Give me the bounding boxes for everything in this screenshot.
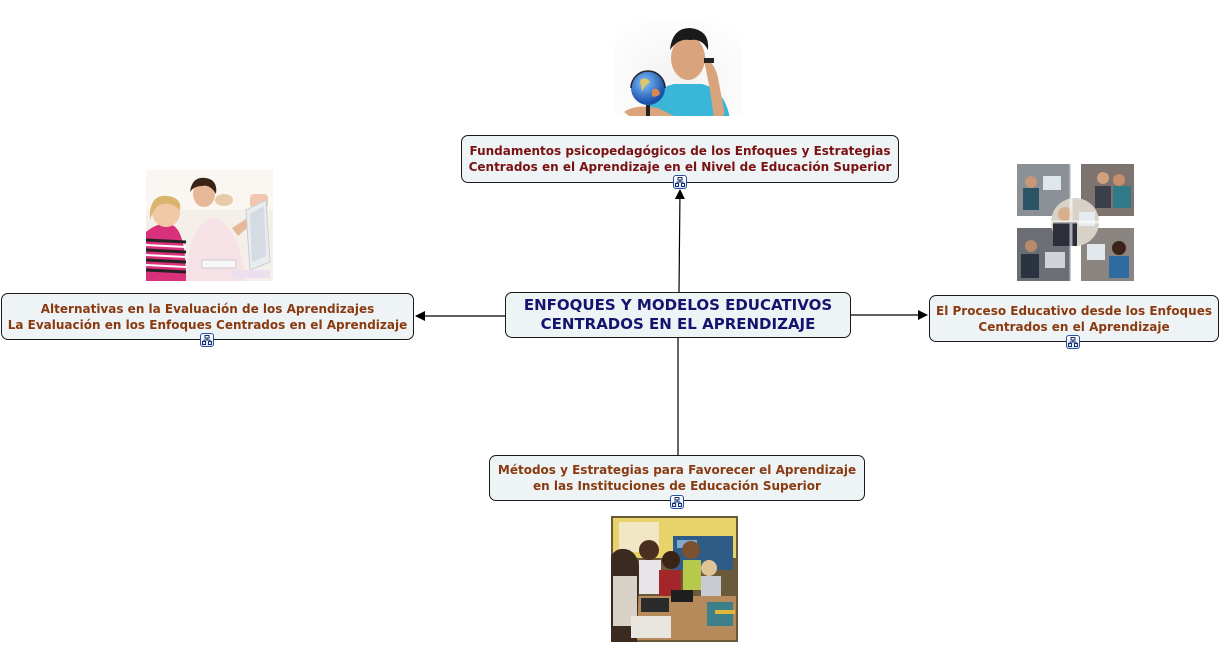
classroom-students-photo	[611, 516, 738, 642]
node-alternativas-evaluacion[interactable]: Alternativas en la Evaluación de los Apr…	[1, 293, 414, 340]
central-node-enfoques-modelos[interactable]: ENFOQUES Y MODELOS EDUCATIVOS CENTRADOS …	[505, 292, 851, 338]
node-line: en las Instituciones de Educación Superi…	[533, 479, 821, 493]
submap-icon[interactable]	[673, 175, 687, 189]
submap-icon[interactable]	[670, 495, 684, 509]
central-node-line: ENFOQUES Y MODELOS EDUCATIVOS	[523, 296, 833, 314]
central-node-line: CENTRADOS EN EL APRENDIZAJE	[540, 315, 816, 333]
link-central-to-top	[674, 189, 685, 293]
node-line: Alternativas en la Evaluación de los Apr…	[40, 301, 375, 316]
computer-lab-collage-photo	[1015, 162, 1136, 283]
submap-icon[interactable]	[200, 333, 214, 347]
node-proceso-educativo[interactable]: El Proceso Educativo desde los Enfoques …	[929, 295, 1219, 342]
mother-daughter-computer-photo	[146, 170, 273, 281]
node-line: Fundamentos psicopedagógicos de los Enfo…	[469, 144, 891, 158]
node-line: Métodos y Estrategias para Favorecer el …	[497, 463, 857, 477]
node-metodos-estrategias[interactable]: Métodos y Estrategias para Favorecer el …	[489, 455, 865, 501]
node-line: Centrados en el Aprendizaje en el Nivel …	[468, 160, 892, 174]
node-line: Centrados en el Aprendizaje	[978, 319, 1170, 334]
submap-icon[interactable]	[1066, 335, 1080, 349]
node-line: El Proceso Educativo desde los Enfoques	[936, 303, 1212, 318]
student-with-globe-photo	[614, 20, 742, 120]
node-line: La Evaluación en los Enfoques Centrados …	[7, 317, 408, 332]
